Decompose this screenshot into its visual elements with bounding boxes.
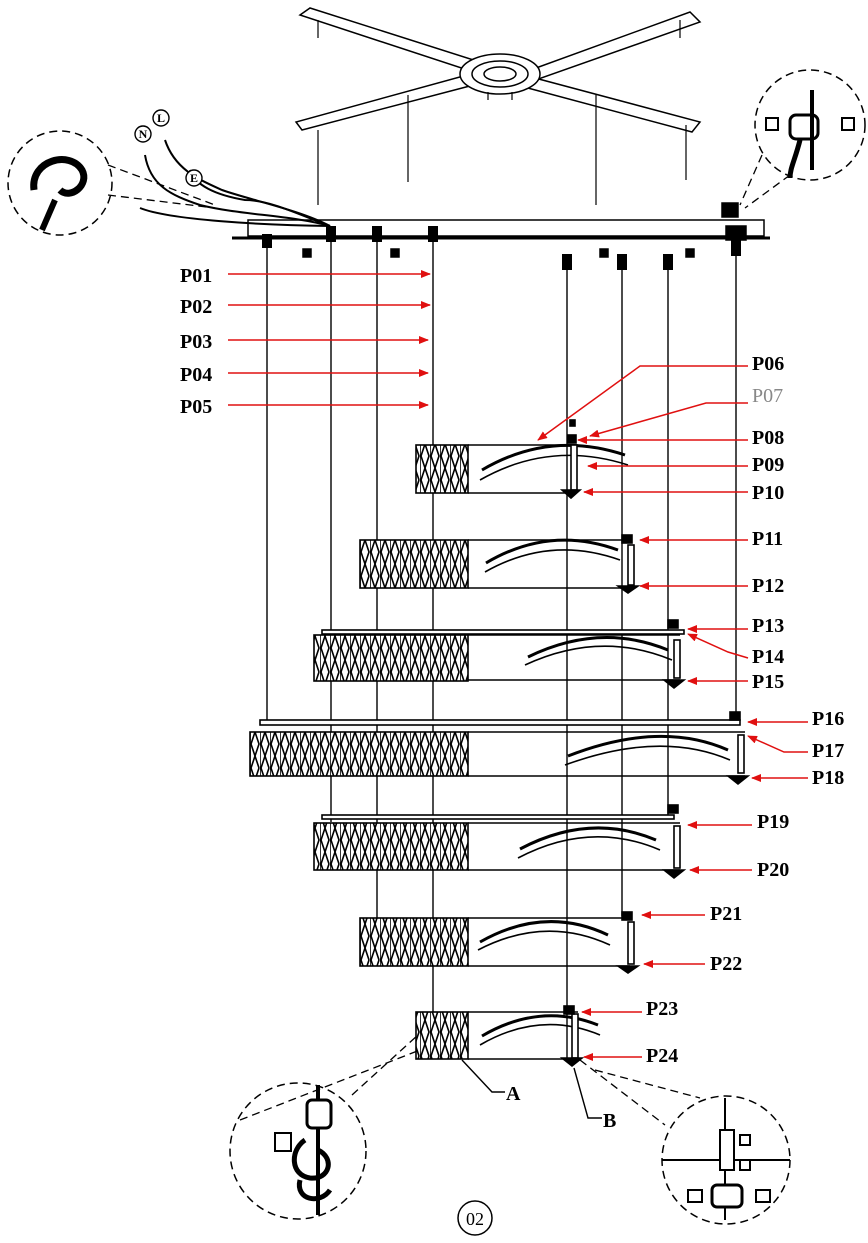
label-p15: P15 <box>752 671 784 693</box>
figure-number: 02 <box>457 1200 493 1236</box>
ring-tier-2 <box>359 534 641 594</box>
label-p20: P20 <box>757 859 789 881</box>
label-p16: P16 <box>812 708 844 730</box>
ring-tier-7 <box>415 1005 601 1068</box>
wire-label-l: L <box>157 111 165 125</box>
canopy-plate <box>232 202 770 258</box>
wire-labels: N L E <box>134 109 203 187</box>
label-p22: P22 <box>710 953 742 975</box>
ring-tier-1 <box>415 419 629 500</box>
ceiling-cross-bracket <box>294 7 702 205</box>
figure-number-text: 02 <box>466 1209 484 1229</box>
label-p08: P08 <box>752 427 784 449</box>
label-p23: P23 <box>646 998 678 1020</box>
label-p14: P14 <box>752 646 784 668</box>
label-p12: P12 <box>752 575 784 597</box>
label-p02: P02 <box>180 296 212 318</box>
power-wires <box>139 139 331 227</box>
cable-grips <box>262 226 741 270</box>
wire-label-e: E <box>190 171 198 185</box>
label-p06: P06 <box>752 353 784 375</box>
ring-tier-4 <box>249 711 751 786</box>
label-p03: P03 <box>180 331 212 353</box>
detail-circle-wiring <box>7 130 216 236</box>
label-p21: P21 <box>710 903 742 925</box>
callout-leaders <box>461 1059 602 1119</box>
label-p05: P05 <box>180 396 212 418</box>
callout-b: B <box>603 1110 616 1132</box>
label-p18: P18 <box>812 767 844 789</box>
label-p13: P13 <box>752 615 784 637</box>
label-p24: P24 <box>646 1045 678 1067</box>
detail-circle-canopy-grip <box>739 69 866 209</box>
label-p19: P19 <box>757 811 789 833</box>
hanging-cables <box>266 242 737 1060</box>
detail-circle-a <box>229 1034 421 1220</box>
ring-tier-5 <box>313 804 687 880</box>
label-p11: P11 <box>752 528 783 550</box>
label-p04: P04 <box>180 364 212 386</box>
label-p17: P17 <box>812 740 844 762</box>
label-p09: P09 <box>752 454 784 476</box>
wire-label-n: N <box>139 127 148 141</box>
left-part-labels: P01 P02 P03 P04 P05 <box>180 265 431 418</box>
detail-circle-b <box>579 1059 791 1225</box>
ring-tier-6 <box>359 911 641 974</box>
ring-tiers <box>249 419 751 1068</box>
label-p01: P01 <box>180 265 212 287</box>
callout-a: A <box>506 1083 521 1105</box>
right-part-labels: P06 P07 P08 P09 P10 P11 P12 P13 P14 P15 … <box>537 353 844 1067</box>
ring-tier-3 <box>313 619 687 690</box>
label-p07: P07 <box>752 385 783 407</box>
label-p10: P10 <box>752 482 784 504</box>
